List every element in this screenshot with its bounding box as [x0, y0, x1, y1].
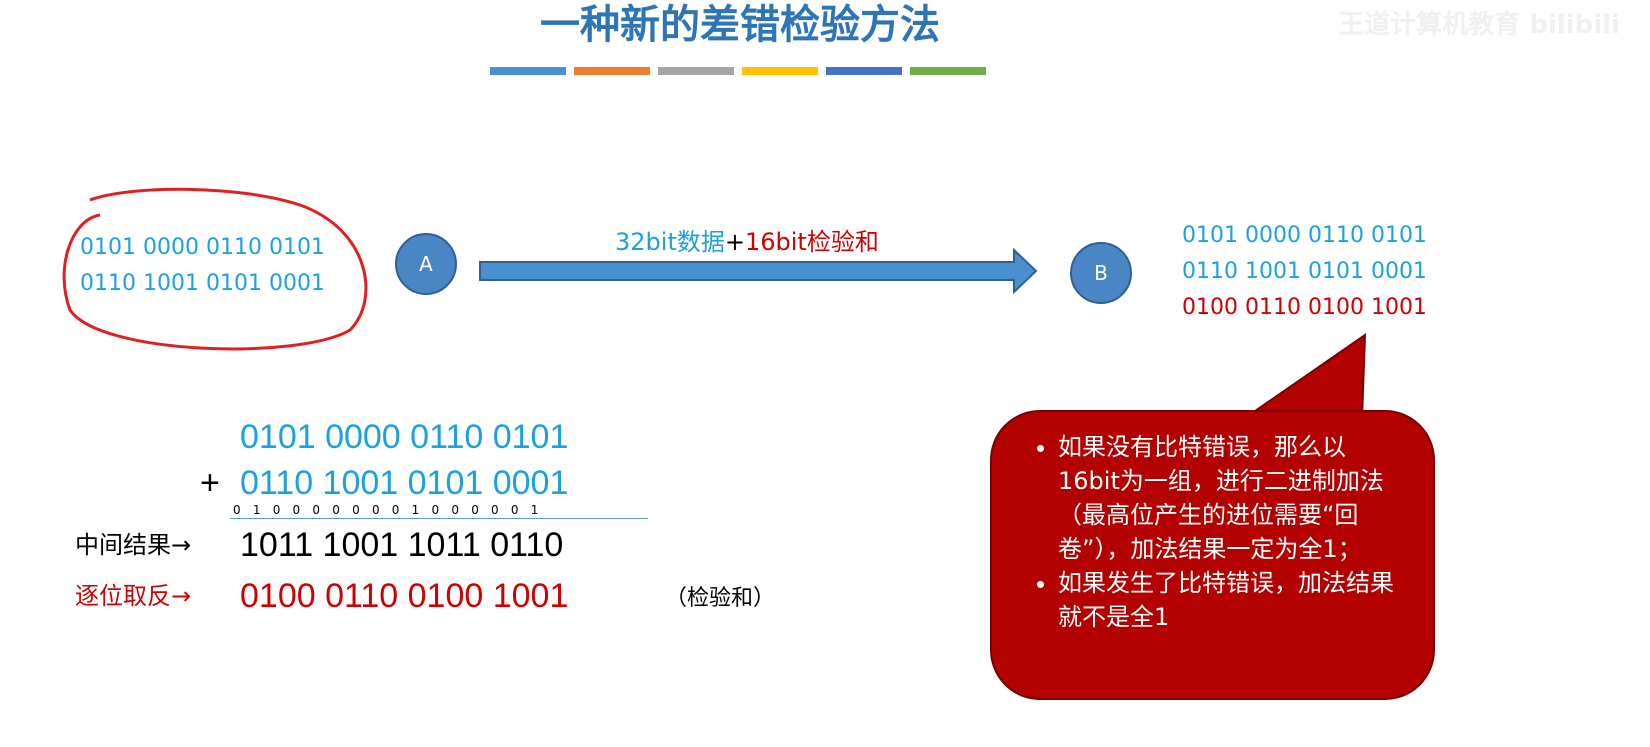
node-b: B [1070, 242, 1132, 304]
data-label: 32bit数据 [615, 228, 725, 256]
node-a: A [395, 233, 457, 295]
arrow-icon: → [171, 582, 192, 610]
invert-label: 逐位取反→ [75, 581, 191, 611]
mid-label-text: 中间结果 [75, 531, 171, 559]
receiver-line: 0110 1001 0101 0001 [1182, 259, 1427, 284]
arrow-label: 32bit数据+16bit检验和 [615, 222, 879, 257]
carry-row: 0 1 0 0 0 0 0 0 0 1 0 0 0 0 0 1 [233, 503, 540, 517]
red-circle-annotation [62, 187, 368, 351]
checksum-label: 16bit检验和 [744, 228, 879, 256]
callout-pointer [1241, 333, 1367, 419]
sender-data: 0101 0000 0110 0101 0110 1001 0101 0001 [80, 230, 325, 302]
plus-operator: + [200, 464, 220, 502]
addend-a: 0101 0000 0110 0101 [240, 418, 569, 456]
callout-item: 如果没有比特错误，那么以16bit为一组，进行二进制加法（最高位产生的进位需要“… [1058, 430, 1403, 566]
arrow-icon: → [171, 531, 192, 559]
sum-line [230, 518, 648, 519]
checksum-result: 0100 0110 0100 1001 [240, 577, 569, 615]
sender-line: 0110 1001 0101 0001 [80, 271, 325, 296]
explanation-callout: 如果没有比特错误，那么以16bit为一组，进行二进制加法（最高位产生的进位需要“… [990, 410, 1435, 700]
checksum-note: （检验和） [665, 586, 776, 611]
plus-sign: + [724, 228, 745, 256]
watermark: 王道计算机教育 bilibili [1338, 10, 1620, 40]
mid-label: 中间结果→ [75, 530, 191, 560]
receiver-checksum: 0100 0110 0100 1001 [1182, 295, 1427, 320]
receiver-data: 0101 0000 0110 0101 0110 1001 0101 0001 … [1182, 218, 1427, 326]
addend-b: 0110 1001 0101 0001 [240, 464, 569, 502]
transfer-arrow [479, 248, 1038, 294]
accent-bars [490, 67, 986, 75]
sender-line: 0101 0000 0110 0101 [80, 235, 325, 260]
receiver-line: 0101 0000 0110 0101 [1182, 223, 1427, 248]
callout-item: 如果发生了比特错误，加法结果就不是全1 [1058, 566, 1403, 634]
intermediate-result: 1011 1001 1011 0110 [240, 526, 564, 564]
invert-label-text: 逐位取反 [75, 582, 171, 610]
slide-title: 一种新的差错检验方法 [540, 2, 940, 48]
